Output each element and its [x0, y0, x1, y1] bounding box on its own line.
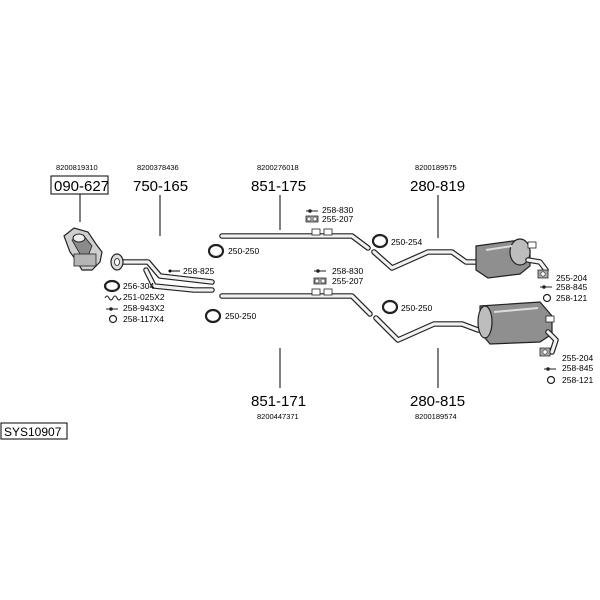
- rear-upper-oem: 8200189575: [415, 163, 457, 172]
- rear-lower-accessories: 255-204 258-845 258-121: [539, 347, 593, 385]
- mid-pipe-lower: [219, 288, 373, 317]
- bolt-icon: [109, 307, 113, 311]
- lower-accessories: 258-830 255-207 250-250 250-250: [204, 266, 432, 324]
- rear-lower-oem: 8200189574: [415, 412, 457, 421]
- catalytic-code: 090-627: [54, 178, 109, 195]
- acc-258-943x2: 258-943X2: [123, 303, 165, 313]
- mid-lower-oem: 8200447371: [257, 412, 299, 421]
- bolt-icon: [308, 209, 312, 213]
- bolt-icon: [546, 367, 550, 371]
- spring-icon: [104, 295, 122, 301]
- rear-upper-hanger: 255-204: [556, 273, 587, 283]
- mid-pipe-upper: [219, 228, 371, 251]
- ring-icon: [204, 308, 222, 324]
- rear-upper-ring: 258-121: [556, 293, 587, 303]
- upper-accessories: 258-830 255-207 250-250 250-254: [207, 205, 422, 259]
- rear-upper-code: 280-819: [410, 178, 465, 195]
- rear-lower-code: 280-815: [410, 393, 465, 410]
- mid-lower-code: 851-171: [251, 393, 306, 410]
- rear-lower-ring: 258-121: [562, 375, 593, 385]
- rear-silencer-upper: [371, 238, 549, 279]
- gasket-icon: [103, 279, 121, 293]
- rear-upper-accessories: 255-204 258-845 258-121: [537, 269, 587, 303]
- upper-clamp: 255-207: [322, 214, 353, 224]
- lower-ring-left: 250-250: [225, 311, 256, 321]
- acc-256-304: 256-304: [123, 281, 154, 291]
- upper-bolt: 258-830: [322, 205, 353, 215]
- ring-icon: [381, 299, 399, 315]
- acc-251-025x2: 251-025X2: [123, 292, 165, 302]
- catalytic-oem: 8200819310: [56, 163, 98, 172]
- front-pipe-oem: 8200378436: [137, 163, 179, 172]
- upper-ring-right: 250-254: [391, 237, 422, 247]
- ring-icon: [207, 243, 225, 259]
- catalytic-converter: [63, 227, 103, 271]
- rear-lower-bolt: 258-845: [562, 363, 593, 373]
- front-pipe: [110, 253, 215, 293]
- lower-clamp: 255-207: [332, 276, 363, 286]
- washer-icon: [542, 293, 552, 303]
- washer-icon: [546, 375, 556, 385]
- rear-lower-hanger: 255-204: [562, 353, 593, 363]
- system-code: SYS10907: [4, 425, 62, 439]
- front-pipe-code: 750-165: [133, 178, 188, 195]
- front-accessories: 258-825 256-304 251-025X2 258-943X2 258-…: [103, 266, 214, 324]
- washer-icon: [108, 314, 118, 324]
- mid-upper-oem: 8200276018: [257, 163, 299, 172]
- rear-upper-bolt: 258-845: [556, 282, 587, 292]
- bolt-icon: [542, 285, 546, 289]
- lower-ring-right: 250-250: [401, 303, 432, 313]
- upper-ring-left: 250-250: [228, 246, 259, 256]
- bolt-icon: [168, 269, 172, 273]
- acc-258-117x4: 258-117X4: [123, 314, 164, 324]
- acc-258-825: 258-825: [183, 266, 214, 276]
- system-code-box: [0, 422, 68, 440]
- rear-silencer-lower: [373, 301, 559, 355]
- bolt-icon: [316, 269, 320, 273]
- ring-icon: [371, 233, 389, 249]
- mid-upper-code: 851-175: [251, 178, 306, 195]
- lower-bolt: 258-830: [332, 266, 363, 276]
